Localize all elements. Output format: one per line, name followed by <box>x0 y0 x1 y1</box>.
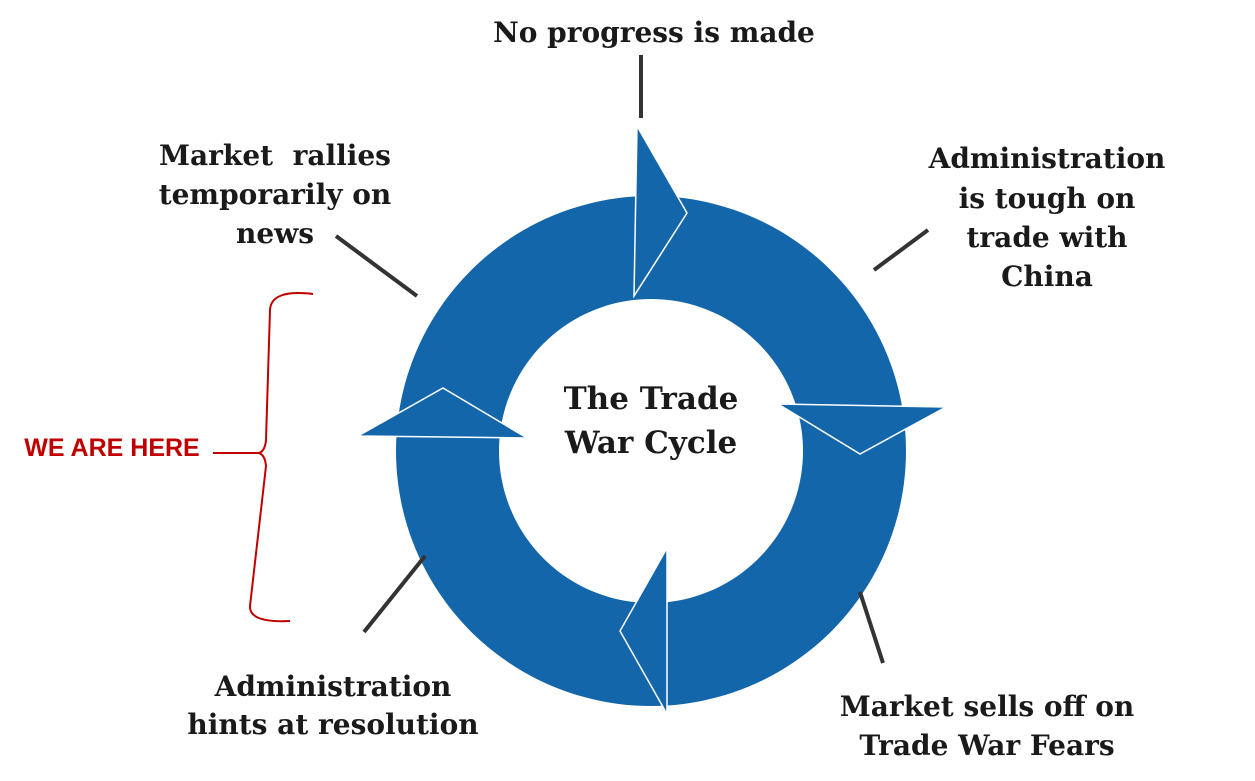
cycle-title-line-1: The Trade <box>564 381 739 417</box>
stage-top-right-line-3: trade with <box>967 221 1128 254</box>
stage-bottom-left-line-2: hints at resolution <box>187 708 478 741</box>
cycle-ring <box>395 196 906 706</box>
connector-top-left <box>334 234 419 298</box>
connector-bottom-right <box>858 591 885 664</box>
arrowhead-bottom <box>619 545 668 717</box>
stage-top-right-line-2: is tough on <box>959 182 1136 215</box>
stage-top-right-line-1: Administration <box>928 142 1166 175</box>
connector-top-right <box>872 228 930 272</box>
here-label: WE ARE HERE <box>24 434 199 462</box>
connector-bottom-left <box>362 554 427 634</box>
stage-bottom-right-line-2: Trade War Fears <box>859 729 1114 762</box>
arrowhead-right <box>775 403 949 455</box>
stage-top-left-line-2: temporarily on <box>159 178 392 211</box>
cycle-title-line-2: War Cycle <box>564 425 737 461</box>
stage-bottom-right-line-1: Market sells off on <box>840 690 1135 723</box>
connector-lines <box>334 55 930 664</box>
stage-top-right-line-4: China <box>1001 260 1093 293</box>
stage-top-left-line-3: news <box>236 217 314 250</box>
arrowhead-top <box>633 123 688 299</box>
here-brace <box>248 292 314 623</box>
arrowheads <box>355 123 949 717</box>
arrowhead-left <box>355 387 530 439</box>
stage-top-line-1: No progress is made <box>493 16 815 49</box>
stage-bottom-left-line-1: Administration <box>214 670 452 703</box>
stage-top-left-line-1: Market rallies <box>159 139 391 172</box>
